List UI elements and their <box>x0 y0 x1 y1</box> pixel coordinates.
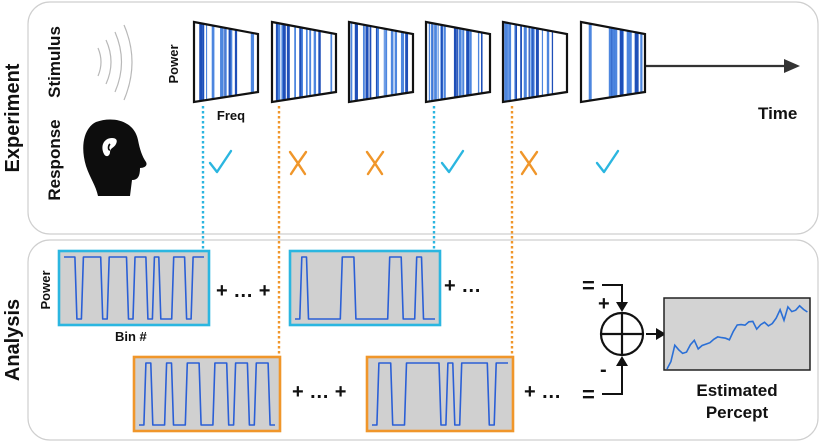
stimulus-power-axis-label: Power <box>166 44 181 83</box>
response-check-icon-6 <box>595 149 620 174</box>
bottom-sum-ellipsis-1: + … + <box>292 381 346 403</box>
stimulus-spectrogram-4 <box>424 20 492 104</box>
time-arrowhead-icon <box>784 59 800 73</box>
experiment-panel <box>27 1 819 235</box>
analysis-plot-trial-1 <box>57 249 211 327</box>
response-marks <box>208 149 620 176</box>
stimulus-spectrogram-5 <box>501 20 569 104</box>
head-listening-icon <box>83 119 147 196</box>
summing-junction-icon <box>599 311 645 357</box>
analysis-plot-trial-2 <box>132 355 282 433</box>
top-sum-ellipsis-2: + … <box>444 275 481 297</box>
estimated-percept-line <box>666 304 808 370</box>
equals-bottom: = <box>582 382 595 407</box>
sum-input-arrowhead-bottom-icon <box>616 356 628 366</box>
estimated-percept-plot <box>663 297 811 371</box>
trial-connectors <box>201 106 514 357</box>
analysis-plot-trial-5 <box>365 355 515 433</box>
response-row-label: Response <box>45 119 64 200</box>
stimulus-row-label: Stimulus <box>45 26 64 98</box>
response-cross-icon-2 <box>288 150 308 176</box>
sum-sign-plus: + <box>598 293 610 315</box>
sum-input-arrowhead-top-icon <box>616 302 628 312</box>
analysis-plot-trial-4 <box>288 249 442 327</box>
time-label: Time <box>758 104 797 123</box>
sound-wave-icon <box>97 24 133 101</box>
response-cross-icon-5 <box>519 150 539 176</box>
analysis-bin-axis-label: Bin # <box>115 329 148 344</box>
equals-top: = <box>582 273 595 298</box>
stimulus-spectrogram-2 <box>270 20 338 104</box>
stimulus-spectrogram-1 <box>192 20 260 104</box>
top-sum-ellipsis-1: + … + <box>216 280 270 302</box>
analysis-plots <box>57 249 515 433</box>
sum-output-arrowhead-icon <box>656 328 666 340</box>
response-cross-icon-3 <box>365 150 385 176</box>
stimulus-spectrogram-6 <box>579 20 647 104</box>
analysis-title: Analysis <box>2 299 24 381</box>
stimulus-freq-axis-label: Freq <box>217 108 245 123</box>
sum-sign-minus: - <box>600 359 607 381</box>
estimated-percept-label-line1: Estimated <box>696 381 777 400</box>
bottom-sum-ellipsis-2: + … <box>524 381 561 403</box>
experiment-title: Experiment <box>2 63 24 172</box>
response-check-icon-1 <box>208 149 233 174</box>
response-check-icon-4 <box>440 149 465 174</box>
estimated-percept-label-line2: Percept <box>706 403 769 422</box>
stimulus-spectrogram-3 <box>347 20 415 104</box>
analysis-power-axis-label: Power <box>38 270 53 309</box>
stimulus-sequence <box>192 20 647 104</box>
